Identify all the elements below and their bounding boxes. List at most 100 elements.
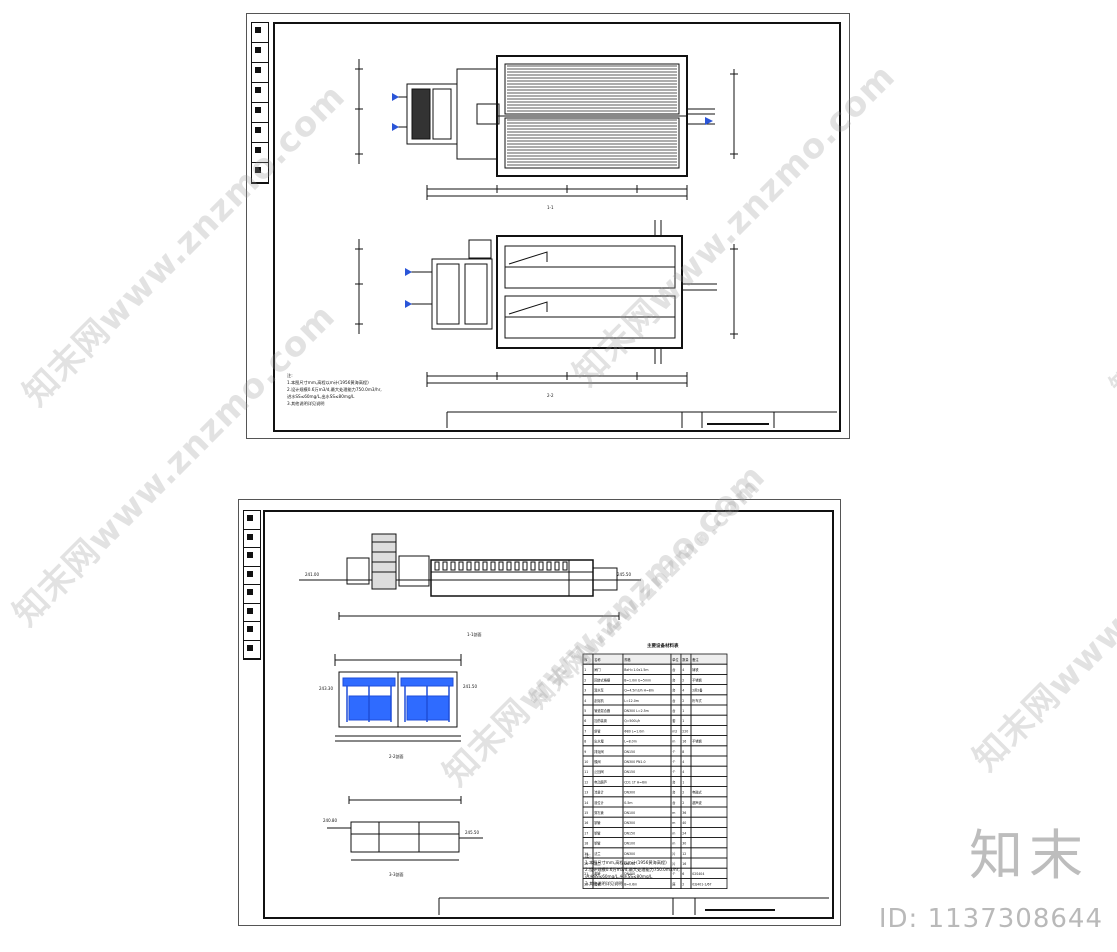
table-header-cell: 序 <box>584 657 588 662</box>
table-cell-text: 5 <box>584 709 586 713</box>
elevation-label: 245.50 <box>465 830 479 835</box>
brand-logo-text: 知末 <box>969 824 1089 887</box>
table-cell-text: 220 <box>682 729 688 733</box>
table-cell <box>690 826 728 838</box>
table-cell-text: 1 <box>682 709 684 713</box>
table-cell-text: 2 <box>682 801 684 805</box>
table-cell-text: 电动葫芦 <box>594 779 607 784</box>
table-cell-text: 15 <box>584 811 588 815</box>
table-cell-text: 回转式格栅 <box>594 677 611 682</box>
table-cell <box>690 775 728 787</box>
table-cell-text: 钢管 <box>594 830 600 835</box>
table-cell-text: 2 <box>682 882 684 886</box>
table-cell-text: 不锈钢 <box>692 677 702 682</box>
table-cell-text: 套管 <box>594 871 600 876</box>
table-header-cell: 规格 <box>624 657 631 662</box>
notes-line: 1.本图尺寸mm,高程以m计(1956黄海高程) <box>287 380 369 385</box>
table-cell-text: 11 <box>584 770 588 774</box>
table-cell-text: 蝶阀 <box>594 759 600 764</box>
table-cell <box>690 714 728 726</box>
elevation-label: 240.80 <box>323 818 337 823</box>
sheet-frame <box>263 510 834 919</box>
table-cell-text: 8 <box>584 740 586 744</box>
table-cell-text: 13 <box>584 791 588 795</box>
table-cell-text: 闸门 <box>594 667 600 672</box>
table-cell-text: 10 <box>584 760 588 764</box>
table-cell <box>690 837 728 849</box>
table-cell <box>690 877 728 889</box>
table-cell <box>690 724 728 736</box>
table-cell-text: 个 <box>672 770 676 774</box>
table-cell <box>690 806 728 818</box>
section-caption: 2-2剖面 <box>389 753 404 759</box>
table-cell-text: 7 <box>584 729 586 733</box>
table-cell-text: Q=500L/h <box>624 719 640 723</box>
watermark: 知末网www.znzmo.com <box>965 441 1117 779</box>
table-cell-text: 40 <box>682 821 686 825</box>
table-cell-text: 12 <box>682 852 686 856</box>
table-cell-text: 排泥阀 <box>594 749 604 754</box>
notes-line: 2.设计规模0.6万m3/d,最大处理能力750.0m3/hr, <box>287 387 382 392</box>
table-cell <box>690 704 728 716</box>
table-cell-text: 2 <box>682 699 684 703</box>
table-cell-text: 流量计 <box>594 790 604 795</box>
binding-strip <box>243 510 261 660</box>
table-cell-text: m2 <box>672 729 677 733</box>
binding-strip <box>251 22 269 184</box>
elevation-label: 241.50 <box>463 684 477 689</box>
table-cell-text: 铸铁 <box>692 667 699 672</box>
table-cell-text: 台 <box>672 667 675 672</box>
table-cell-text: 片 <box>672 851 675 856</box>
brand-id: ID: 1137308644 <box>878 904 1103 934</box>
table-cell-text: 24 <box>682 831 686 835</box>
table-cell-text: 不锈钢 <box>692 739 702 744</box>
table-cell-text: 4 <box>682 689 684 693</box>
plan-drawing: 1-1 <box>355 55 837 428</box>
table-cell-text: 16 <box>584 821 588 825</box>
section-drawing: 1-1剖面 241.00 245.50 2-2剖面 243.30 241.50 <box>299 533 829 915</box>
table-cell-text: BxH=1.0x1.5m <box>624 668 648 672</box>
table-cell-text: CD1 1T H=6m <box>624 780 647 784</box>
table-cell-text: DN100 <box>624 811 635 815</box>
drawing-sheet-1: 1-1 <box>246 13 850 439</box>
elevation-label: 243.30 <box>319 686 333 691</box>
table-cell-text: 台 <box>672 800 675 805</box>
table-cell-text: 个 <box>672 750 676 754</box>
table-cell-text: 法兰 <box>594 851 600 856</box>
table-cell-text: DN300 <box>624 821 635 825</box>
table-cell-text: 刮泥机 <box>594 698 604 703</box>
table-cell <box>690 755 728 767</box>
table-cell-text: 法兰 <box>594 861 600 866</box>
notes-line: 3.其他说明详见说明 <box>585 881 623 886</box>
table-cell-text: 4 <box>682 668 684 672</box>
table-cell-text: 液位计 <box>594 800 604 805</box>
table-cell-text: 22 <box>584 882 588 886</box>
notes-sheet2: 注: 1.本图尺寸mm,高程以m计(1956黄海高程) 2.设计规模0.6万m3… <box>585 852 735 887</box>
notes-heading: 注: <box>585 853 591 858</box>
section-caption: 1-1剖面 <box>467 631 482 637</box>
table-cell-text: 电磁式 <box>692 790 702 795</box>
plan-caption-2: 2-2 <box>547 393 554 398</box>
table-cell-text: DN100 <box>624 842 635 846</box>
table-cell-text: 4 <box>584 699 586 703</box>
table-cell-text: 台 <box>672 688 675 693</box>
table-cell-text: 台 <box>672 708 675 713</box>
notes-line: 进水SS≤60mg/L,出水SS≤80mg/L <box>287 394 355 399</box>
table-cell-text: 4 <box>682 760 684 764</box>
table-cell-text: DN300 <box>624 852 635 856</box>
table-cell-text: 超声波 <box>692 800 702 805</box>
table-cell-text: 14 <box>584 801 588 805</box>
table-cell-text: 爬梯 <box>594 881 601 886</box>
table-cell-text: 21 <box>584 872 588 876</box>
table-cell <box>690 745 728 757</box>
table-cell-text: DN300 <box>624 791 635 795</box>
table-cell-text: 个 <box>672 872 676 876</box>
table-cell-text: 6 <box>682 872 684 876</box>
table-cell-text: 止回阀 <box>594 769 604 774</box>
table-header-cell: 备注 <box>692 657 699 662</box>
notes-heading: 注: <box>287 373 293 378</box>
table-cell-text: 12 <box>584 780 588 784</box>
table-cell-text: 套 <box>672 718 676 723</box>
table-cell-text: DN150 <box>624 862 635 866</box>
table-cell-text: 02J401-1/67 <box>692 882 711 886</box>
